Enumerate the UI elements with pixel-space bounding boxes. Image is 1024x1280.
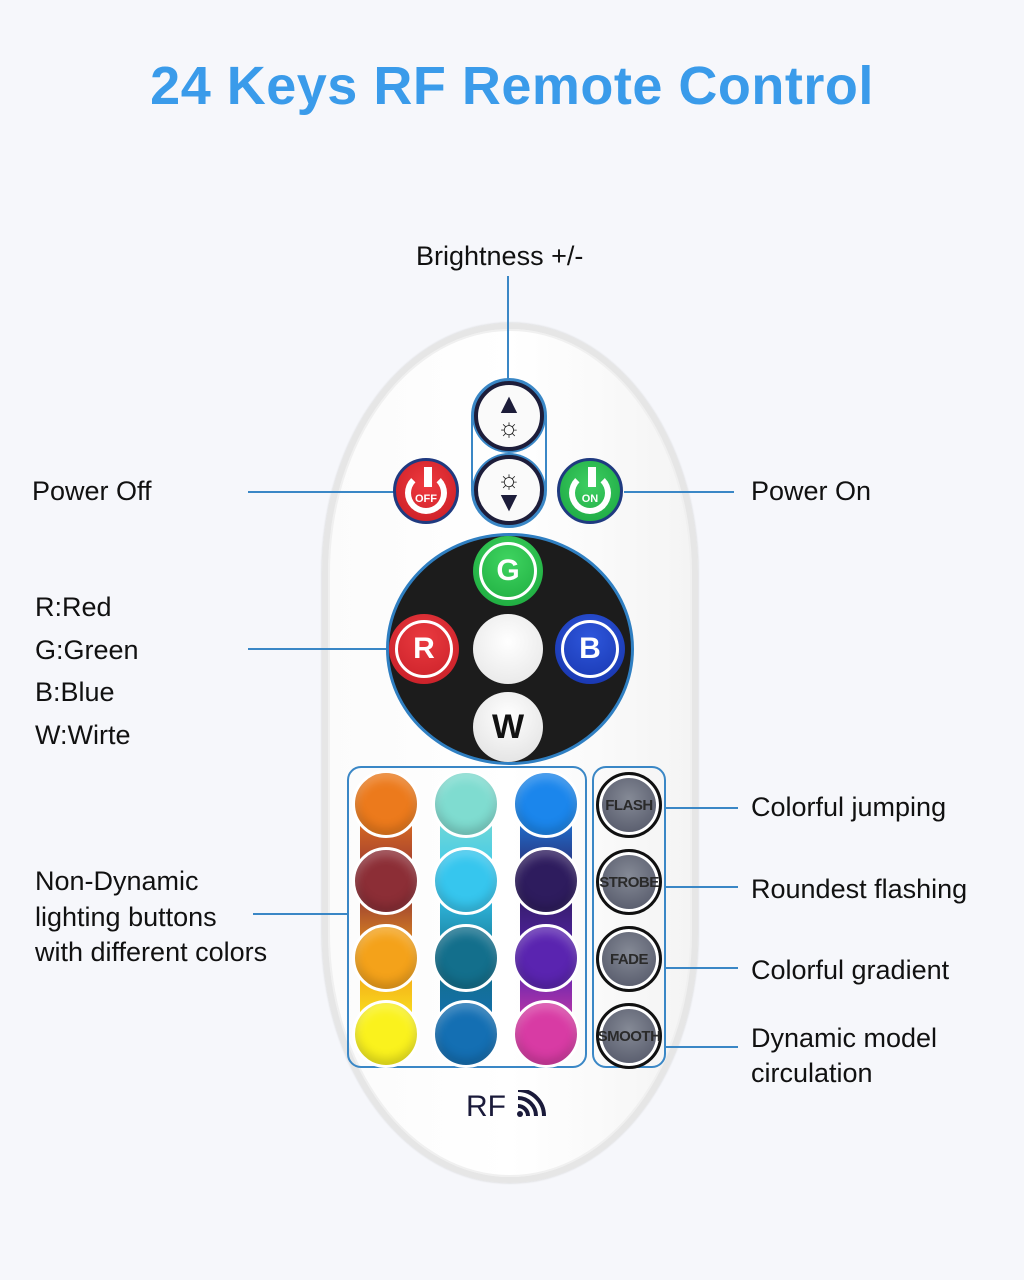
callout-line-non-dynamic (253, 913, 349, 915)
label-colorful-gradient: Colorful gradient (751, 955, 950, 985)
label-non-dynamic-2: lighting buttons (35, 902, 217, 932)
green-key-text: G (496, 554, 520, 587)
color-button[interactable] (352, 770, 420, 838)
color-strip (440, 804, 492, 1034)
sun-icon: ☼ (497, 464, 521, 494)
power-icon (569, 472, 611, 514)
white-key-text: W (491, 707, 525, 746)
label-green: G:Green (35, 635, 139, 665)
color-button[interactable] (512, 1000, 580, 1068)
color-button[interactable] (432, 770, 500, 838)
white-button[interactable]: W (473, 692, 543, 762)
label-roundest-flashing: Roundest flashing (751, 874, 968, 904)
label-white: W:Wirte (35, 720, 131, 750)
brightness-group (471, 378, 547, 528)
center-white-button[interactable] (473, 614, 543, 684)
smooth-button[interactable]: SMOOTH (596, 1003, 662, 1069)
label-red: R:Red (35, 592, 112, 622)
blue-button[interactable]: B (555, 614, 625, 684)
flash-text: FLASH (605, 796, 653, 814)
flash-button[interactable]: FLASH (596, 772, 662, 838)
rf-label: RF (466, 1088, 548, 1124)
chevron-up-icon: ▲ (495, 388, 523, 419)
rf-text: RF (466, 1090, 506, 1123)
label-power-off: Power Off (32, 476, 152, 506)
color-button[interactable] (352, 847, 420, 915)
chevron-down-icon: ▼ (495, 486, 523, 517)
color-button[interactable] (432, 847, 500, 915)
fade-text: FADE (609, 950, 649, 968)
color-button[interactable] (432, 1000, 500, 1068)
power-off-button[interactable]: OFF (393, 458, 459, 524)
color-button[interactable] (512, 770, 580, 838)
blue-key-text: B (579, 632, 601, 665)
color-strip (520, 804, 572, 1034)
label-brightness: Brightness +/- (416, 241, 584, 271)
power-icon-stem (588, 467, 596, 487)
label-dynamic-model-2: circulation (751, 1058, 873, 1088)
strobe-button[interactable]: STROBE (596, 849, 662, 915)
wifi-signal-icon (517, 1088, 547, 1117)
callout-line-strobe (664, 886, 738, 888)
power-on-text: ON (581, 493, 599, 505)
label-dynamic-model-1: Dynamic model (751, 1023, 938, 1053)
label-power-on: Power On (751, 476, 872, 506)
callout-line-smooth (664, 1046, 738, 1048)
power-icon (405, 472, 447, 514)
power-on-button[interactable]: ON (557, 458, 623, 524)
power-icon-stem (424, 467, 432, 487)
green-button[interactable]: G (473, 536, 543, 606)
power-off-text: OFF (415, 493, 437, 505)
strobe-text: STROBE (599, 873, 659, 891)
callout-line-flash (664, 807, 738, 809)
label-colorful-jumping: Colorful jumping (751, 792, 947, 822)
color-strip (360, 804, 412, 1034)
smooth-text: SMOOTH (597, 1027, 661, 1045)
callout-line-fade (664, 967, 738, 969)
red-key-text: R (413, 632, 435, 665)
label-non-dynamic-3: with different colors (35, 937, 268, 967)
callout-line-power-on (624, 491, 734, 493)
brightness-up-button[interactable]: ▲ ☼ (474, 381, 544, 451)
color-button[interactable] (352, 924, 420, 992)
fade-button[interactable]: FADE (596, 926, 662, 992)
page-title: 24 Keys RF Remote Control (150, 56, 874, 116)
sun-icon: ☼ (497, 412, 521, 442)
label-non-dynamic-1: Non-Dynamic (35, 866, 199, 896)
label-blue: B:Blue (35, 677, 115, 707)
color-button[interactable] (512, 847, 580, 915)
callout-line-brightness (507, 276, 509, 380)
color-button[interactable] (512, 924, 580, 992)
callout-line-power-off (248, 491, 394, 493)
brightness-down-button[interactable]: ☼ ▼ (474, 455, 544, 525)
red-button[interactable]: R (389, 614, 459, 684)
color-button[interactable] (352, 1000, 420, 1068)
callout-line-rgbw (248, 648, 388, 650)
color-button[interactable] (432, 924, 500, 992)
